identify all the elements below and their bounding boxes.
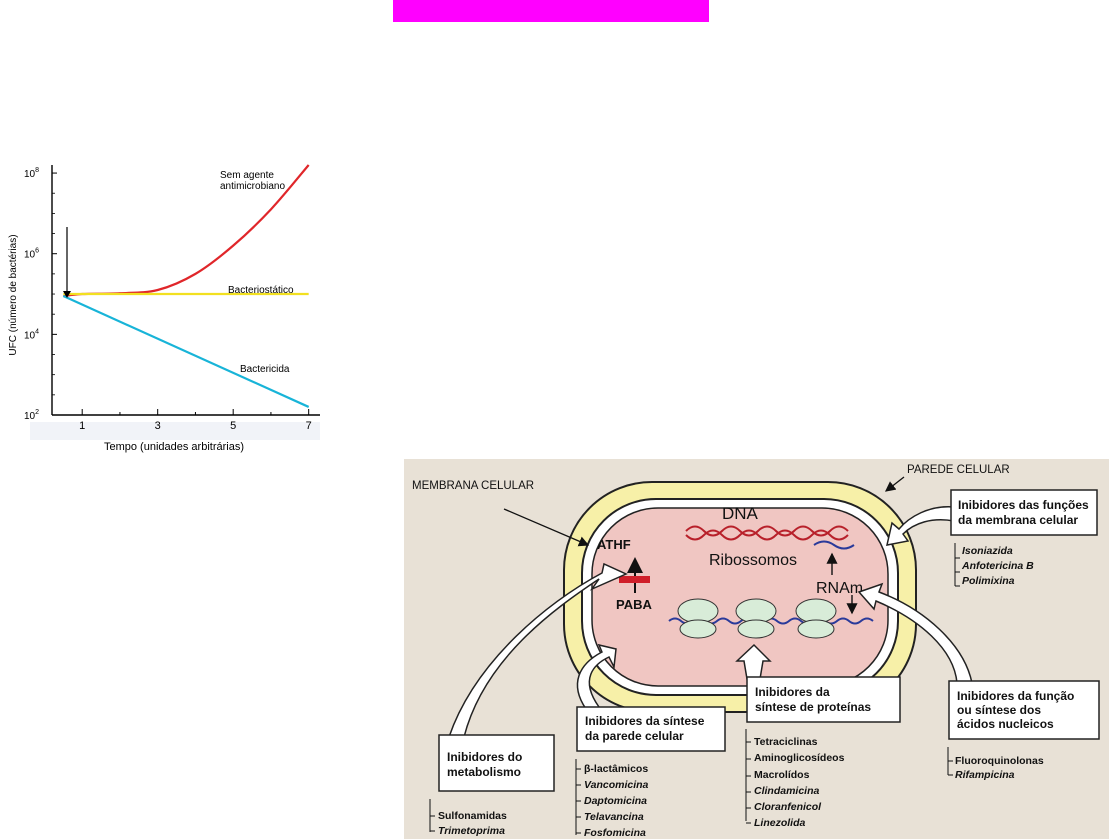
ribossomos-label: Ribossomos	[709, 552, 797, 569]
box-title-line: da membrana celular	[958, 513, 1078, 527]
membrana-celular-label: MEMBRANA CELULAR	[412, 480, 534, 492]
parede-arrow	[576, 643, 617, 710]
ribosome	[795, 598, 837, 639]
nucleicos-inhibitors-group: Inibidores da função ou síntese dos ácid…	[947, 680, 1100, 781]
y-tick-label: 108	[24, 167, 39, 180]
drug-item: Rifampicina	[955, 769, 1015, 781]
x-tick-label: 5	[230, 420, 236, 432]
drug-item: Tetraciclinas	[754, 736, 818, 748]
parede-inhibitors-group: Inibidores da síntese da parede celular …	[575, 706, 726, 839]
magenta-header-bar	[393, 0, 709, 22]
chart-ticks: 1 3 5 7 108 106 104 102	[24, 167, 312, 432]
proteinas-box	[746, 676, 901, 723]
drug-item: Polimixina	[962, 575, 1015, 587]
drug-item: Vancomicina	[584, 779, 649, 791]
nucleicos-arrow	[857, 582, 973, 684]
series-line-2	[62, 295, 310, 408]
x-axis-label: Tempo (unidades arbitrárias)	[104, 441, 244, 453]
metabolismo-box	[438, 734, 555, 792]
nucleicos-box	[948, 680, 1100, 740]
proteinas-inhibitors-group: Inibidores da síntese de proteínas Tetra…	[745, 676, 901, 829]
y-tick-label: 102	[24, 409, 39, 422]
dna-strand-2	[685, 529, 849, 541]
rnam-label: RNAm	[816, 580, 863, 597]
drug-item: Aminoglicosídeos	[754, 752, 845, 764]
drug-item: Fosfomicina	[584, 827, 646, 839]
x-tick-label: 1	[79, 420, 85, 432]
chart-lines	[62, 164, 310, 408]
drug-item: Clindamicina	[754, 785, 820, 797]
series-label: Bacteriostático	[228, 285, 294, 296]
box-title-line: da parede celular	[585, 729, 684, 743]
drug-item: Macrolídos	[754, 769, 810, 781]
metabolismo-arrow	[447, 562, 628, 738]
membrana-pointer	[503, 508, 590, 547]
chart-axes	[51, 165, 320, 416]
box-title-line: Inibidores das funções	[958, 498, 1089, 512]
drug-item: Trimetoprima	[438, 825, 505, 837]
box-title-line: síntese de proteínas	[755, 700, 871, 714]
drug-item: β-lactâmicos	[584, 763, 648, 775]
box-title-line: Inibidores da função	[957, 689, 1074, 703]
ribosome	[677, 598, 719, 639]
y-tick-label: 104	[24, 328, 39, 341]
proteinas-arrow	[735, 643, 772, 680]
x-tick-label: 3	[155, 420, 161, 432]
metabolismo-inhibitors-group: Inibidores do metabolismo Sulfonamidas T…	[429, 734, 555, 837]
drug-item: Anfotericina B	[961, 560, 1034, 572]
paba-label: PABA	[616, 597, 652, 612]
parede-celular-label: PAREDE CELULAR	[907, 464, 1010, 476]
treatment-arrowhead	[63, 291, 71, 298]
box-title-line: ácidos nucleicos	[957, 717, 1054, 731]
dna-strand	[685, 525, 849, 537]
box-title-line: Inibidores da	[755, 685, 830, 699]
ribosome	[735, 598, 777, 639]
antimicrobial-targets-diagram: DNA RNAm Ribossomos ATHF PABA MEMBRANA C…	[404, 459, 1109, 839]
x-tick-label: 7	[306, 420, 312, 432]
athf-label: ATHF	[597, 537, 631, 552]
y-tick-label: 106	[24, 248, 39, 261]
block-bar	[619, 576, 650, 583]
parede-pointer	[884, 476, 905, 492]
box-title-line: ou síntese dos	[957, 703, 1041, 717]
box-title-line: Inibidores da síntese	[585, 714, 705, 728]
drug-item: Linezolida	[754, 817, 805, 829]
y-axis-label: UFC (número de bactérias)	[8, 234, 19, 355]
drug-item: Fluoroquinolonas	[955, 755, 1044, 767]
drug-item: Isoniazida	[962, 545, 1013, 557]
box-title-line: metabolismo	[447, 765, 521, 779]
drug-item: Cloranfenicol	[754, 801, 822, 813]
drug-item: Telavancina	[584, 811, 644, 823]
drug-item: Daptomicina	[584, 795, 647, 807]
membrana-box	[950, 489, 1098, 536]
box-title-line: Inibidores do	[447, 750, 522, 764]
mrna-transcript	[813, 540, 855, 550]
dna-label: DNA	[722, 504, 759, 523]
drug-item: Sulfonamidas	[438, 810, 507, 822]
membrana-inhibitors-group: Inibidores das funções da membrana celul…	[950, 489, 1098, 587]
series-label: Bactericida	[240, 364, 290, 375]
parede-box	[576, 706, 726, 752]
membrana-arrow	[886, 506, 955, 546]
